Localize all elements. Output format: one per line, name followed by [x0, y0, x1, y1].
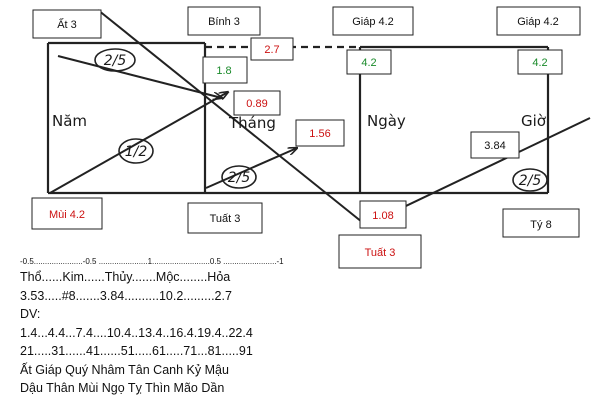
val-0-89: 0.89: [246, 98, 267, 110]
pillar-year: Năm: [52, 112, 87, 130]
bottom-boxes: Mùi 4.2 Tuất 3 Tuất 3 Tý 8: [31, 197, 580, 269]
dv-values-row: 1.4...4.4...7.4....10.4..13.4..16.4.19.4…: [20, 325, 253, 340]
top-boxes: Ất 3 Bính 3 Giáp 4.2 Giáp 4.2: [32, 6, 581, 39]
box-val-1-8: [202, 56, 248, 84]
box-ty-8: [502, 208, 580, 238]
box-val-3-84: [470, 131, 520, 159]
fraction-right: 2/5: [519, 173, 542, 189]
label-mui-4-2: Mùi 4.2: [49, 209, 85, 221]
scale-row: -0.5......................-0.5 .........…: [20, 257, 284, 266]
val-1-08: 1.08: [372, 210, 393, 222]
pillar-hour: Giờ: [521, 112, 547, 130]
value-boxes: 2.7 1.8 4.2 4.2 0.89 1.56 3.84 1.08: [202, 37, 563, 229]
label-ty-8: Tý 8: [530, 219, 551, 231]
oval-left: [118, 138, 154, 164]
fraction-ovals: 2/5 1/2 2/5 2/5: [94, 48, 548, 192]
label-binh-3: Bính 3: [208, 16, 240, 28]
label-giap-right: Giáp 4.2: [517, 16, 559, 28]
box-giap-right: [496, 6, 581, 36]
oval-mid: [221, 165, 257, 189]
arrow-2-5-mid: [205, 148, 297, 189]
pillar-day: Ngày: [367, 112, 406, 130]
box-tuat-center: [338, 234, 422, 269]
label-at-3: Ất 3: [57, 18, 77, 31]
element-values-row: 3.53.....#8.......3.84..........10.2....…: [20, 288, 232, 303]
box-val-1-56: [295, 119, 345, 147]
box-at-3: [32, 9, 102, 39]
elements-row: Thổ......Kim......Thủy.......Mộc........…: [20, 270, 231, 284]
box-binh-3: [187, 6, 261, 36]
pillar-month: Tháng: [228, 114, 276, 132]
box-val-2-7: [250, 37, 294, 61]
oval-right: [512, 168, 548, 192]
val-1-8: 1.8: [216, 65, 231, 77]
box-giap-mid: [332, 6, 414, 36]
box-tuat-left: [187, 202, 263, 234]
label-giap-mid: Giáp 4.2: [352, 16, 394, 28]
box-mui-4-2: [31, 197, 103, 230]
box-val-1-08: [359, 200, 407, 229]
box-val-0-89: [233, 90, 281, 116]
arrow-1-2: [49, 92, 228, 194]
dv-label: DV:: [20, 307, 41, 321]
val-4-2-mid: 4.2: [361, 57, 376, 69]
branches-row: Dậu Thân Mùi Ngọ Tỵ Thìn Mão Dần: [20, 381, 225, 395]
fraction-left: 1/2: [125, 144, 148, 160]
arrow-2-5-top: [57, 55, 222, 98]
stems-row: Ất Giáp Quý Nhâm Tân Canh Kỷ Mậu: [20, 362, 229, 377]
pillar-labels: Năm Tháng Ngày Giờ: [52, 112, 547, 132]
val-4-2-right: 4.2: [532, 57, 547, 69]
val-1-56: 1.56: [309, 128, 330, 140]
oval-top: [94, 48, 136, 72]
val-3-84: 3.84: [484, 140, 505, 152]
val-2-7: 2.7: [264, 44, 279, 56]
box-val-4-2-right: [517, 49, 563, 75]
legend-block: -0.5......................-0.5 .........…: [20, 256, 340, 398]
fraction-top: 2/5: [104, 53, 127, 69]
fraction-mid: 2/5: [228, 170, 251, 186]
label-tuat-left: Tuất 3: [210, 213, 241, 225]
grid-lines: [46, 41, 550, 195]
ages-row: 21.....31......41......51.....61.....71.…: [20, 344, 253, 358]
label-tuat-center: Tuất 3: [365, 247, 396, 259]
box-val-4-2-mid: [346, 49, 392, 75]
diagonal-line: [97, 9, 363, 223]
